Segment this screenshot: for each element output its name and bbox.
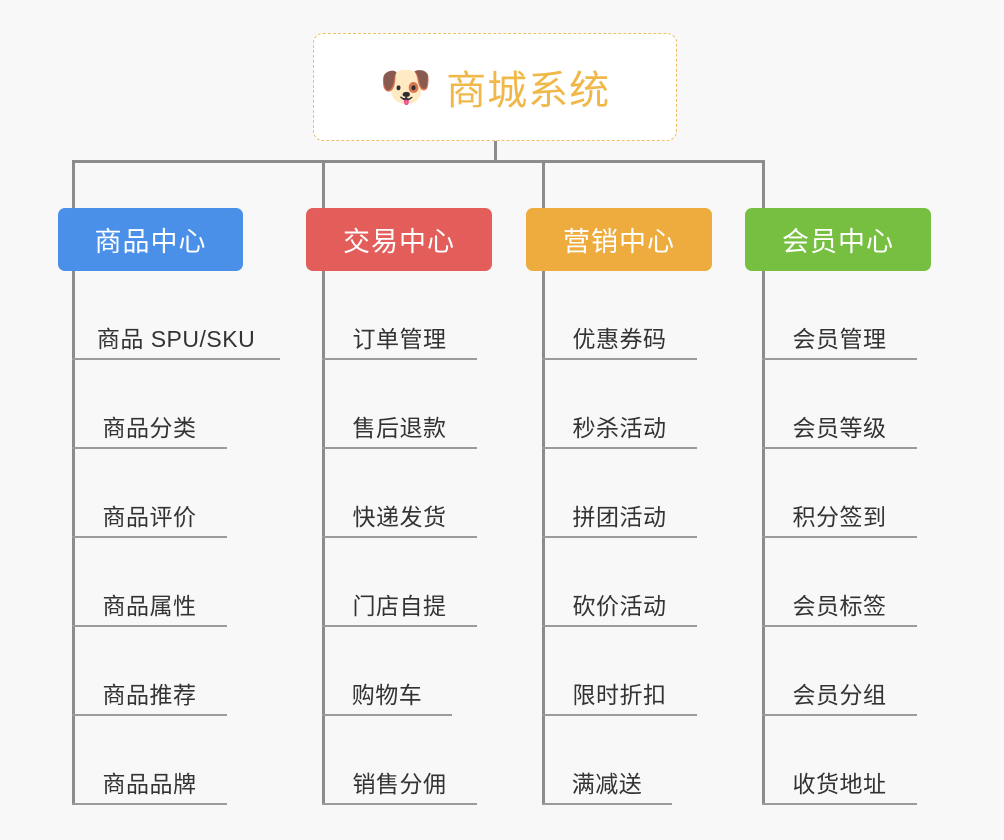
category-label: 交易中心 xyxy=(343,227,455,257)
leaf-item[interactable]: 砍价活动 xyxy=(542,538,697,627)
root-title: 商城系统 xyxy=(446,69,611,113)
leaf-item-label: 收货地址 xyxy=(792,770,887,797)
leaf-item-label: 会员管理 xyxy=(792,325,887,352)
branch-drop-line-product-center xyxy=(72,160,75,208)
leaf-item-label: 订单管理 xyxy=(352,325,447,352)
branch-drop-line-member-center xyxy=(762,160,765,208)
leaf-item-label: 商品 SPU/SKU xyxy=(96,325,256,352)
leaf-item[interactable]: 商品评价 xyxy=(72,449,227,538)
category-box-marketing-center[interactable]: 营销中心 xyxy=(526,208,712,271)
category-label: 商品中心 xyxy=(94,227,207,257)
leaf-item-label: 商品品牌 xyxy=(102,770,197,797)
leaf-item-label: 售后退款 xyxy=(352,414,447,441)
leaf-item-label: 门店自提 xyxy=(352,592,447,619)
leaf-item-label: 拼团活动 xyxy=(572,503,667,530)
leaf-spine-line xyxy=(762,271,765,805)
leaf-item[interactable]: 拼团活动 xyxy=(542,449,697,538)
leaf-item-label: 会员分组 xyxy=(792,681,887,708)
category-box-member-center[interactable]: 会员中心 xyxy=(745,208,931,271)
leaf-spine-line xyxy=(72,271,75,805)
leaf-item-label: 满减送 xyxy=(571,770,643,797)
leaf-item[interactable]: 销售分佣 xyxy=(322,716,477,805)
leaf-item-label: 快递发货 xyxy=(352,503,447,530)
leaf-item-label: 商品属性 xyxy=(102,592,197,619)
leaf-spine-line xyxy=(542,271,545,805)
leaf-item-label: 商品分类 xyxy=(102,414,197,441)
branch-drop-line-marketing-center xyxy=(542,160,545,208)
leaf-item[interactable]: 售后退款 xyxy=(322,360,477,449)
horizontal-bus-line xyxy=(72,160,762,163)
leaf-item[interactable]: 商品分类 xyxy=(72,360,227,449)
branch-drop-line-trade-center xyxy=(322,160,325,208)
leaf-item[interactable]: 商品品牌 xyxy=(72,716,227,805)
leaf-item[interactable]: 会员管理 xyxy=(762,271,917,360)
leaf-item[interactable]: 限时折扣 xyxy=(542,627,697,716)
leaf-item[interactable]: 商品属性 xyxy=(72,538,227,627)
leaf-item[interactable]: 收货地址 xyxy=(762,716,917,805)
leaf-item[interactable]: 购物车 xyxy=(322,627,452,716)
leaf-item-label: 限时折扣 xyxy=(572,681,667,708)
leaf-item-label: 购物车 xyxy=(351,681,423,708)
leaf-item[interactable]: 会员标签 xyxy=(762,538,917,627)
leaf-item-label: 积分签到 xyxy=(792,503,887,530)
leaf-item[interactable]: 商品推荐 xyxy=(72,627,227,716)
dog-face-icon: 🐶 xyxy=(379,63,433,110)
leaf-item[interactable]: 会员分组 xyxy=(762,627,917,716)
leaf-item-label: 砍价活动 xyxy=(572,592,667,619)
leaf-item[interactable]: 会员等级 xyxy=(762,360,917,449)
leaf-item-label: 会员标签 xyxy=(792,592,887,619)
leaf-spine-line xyxy=(322,271,325,805)
leaf-item[interactable]: 商品 SPU/SKU xyxy=(72,271,280,360)
leaf-item[interactable]: 订单管理 xyxy=(322,271,477,360)
leaf-item[interactable]: 秒杀活动 xyxy=(542,360,697,449)
category-box-trade-center[interactable]: 交易中心 xyxy=(306,208,492,271)
root-node[interactable]: 🐶 商城系统 xyxy=(313,33,677,141)
leaf-item-label: 优惠券码 xyxy=(572,325,667,352)
root-stem-line xyxy=(494,141,497,163)
leaf-item[interactable]: 满减送 xyxy=(542,716,672,805)
leaf-item-label: 商品评价 xyxy=(102,503,197,530)
leaf-item[interactable]: 快递发货 xyxy=(322,449,477,538)
leaf-item-label: 秒杀活动 xyxy=(572,414,667,441)
leaf-item[interactable]: 积分签到 xyxy=(762,449,917,538)
leaf-item[interactable]: 优惠券码 xyxy=(542,271,697,360)
leaf-item-label: 销售分佣 xyxy=(352,770,447,797)
leaf-item-label: 商品推荐 xyxy=(102,681,197,708)
category-box-product-center[interactable]: 商品中心 xyxy=(58,208,243,271)
leaf-item[interactable]: 门店自提 xyxy=(322,538,477,627)
category-label: 会员中心 xyxy=(782,227,894,257)
leaf-item-label: 会员等级 xyxy=(792,414,887,441)
category-label: 营销中心 xyxy=(563,227,675,257)
